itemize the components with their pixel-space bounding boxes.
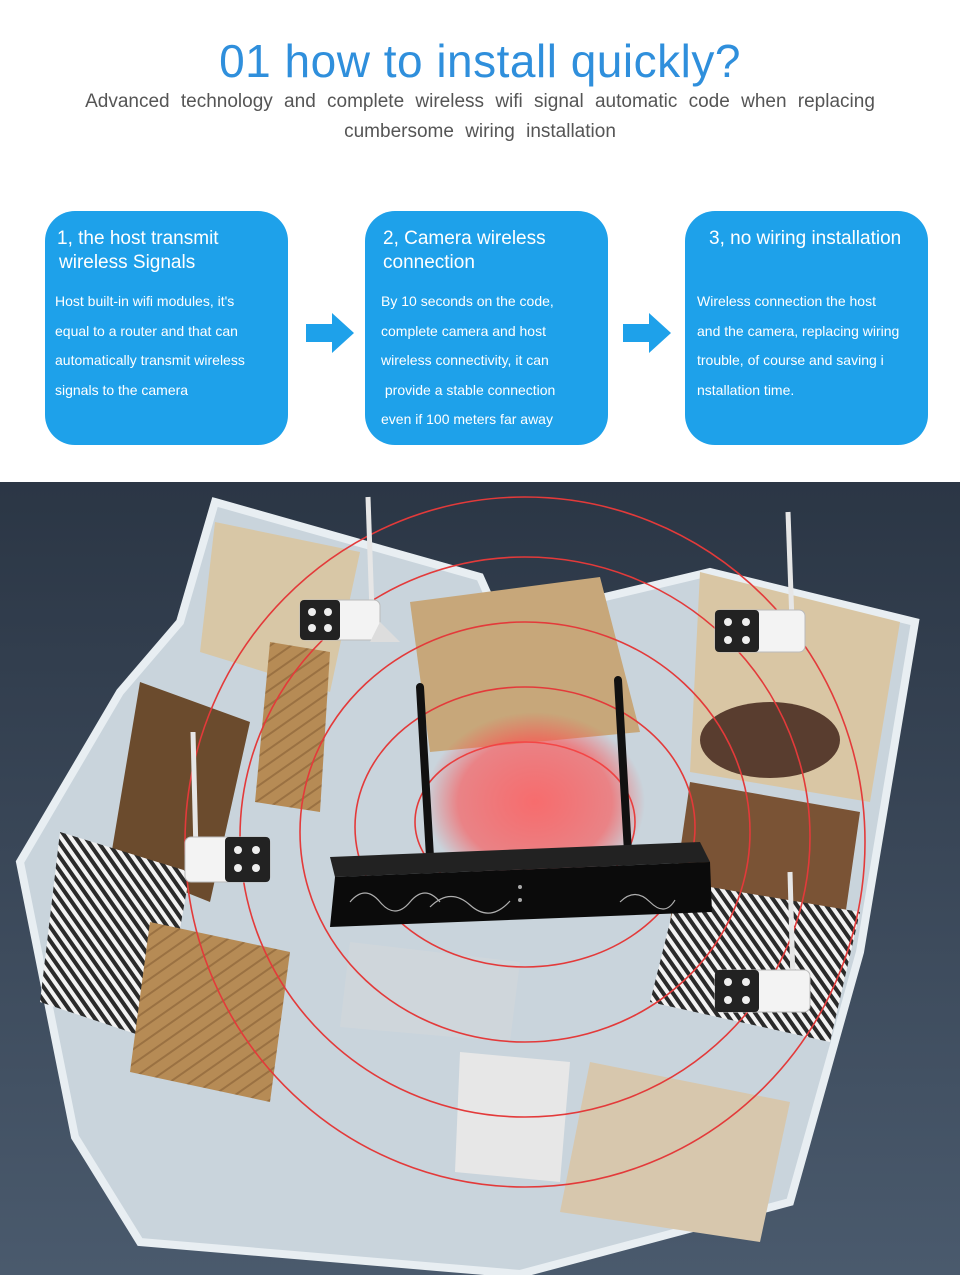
step-3-body-line: trouble, of course and saving i <box>697 352 884 368</box>
right-arrow-icon <box>623 313 671 353</box>
subtitle-line-2: cumbersome wiring installation <box>344 121 616 142</box>
step-1-body-line: signals to the camera <box>55 381 189 398</box>
nvr-host-icon <box>330 676 712 927</box>
step-2-body-line: By 10 seconds on the code, <box>381 293 554 309</box>
step-2-body: By 10 seconds on the code, complete came… <box>381 287 608 435</box>
step-3-body-line: nstallation time. <box>697 381 795 398</box>
step-2-body-line: complete camera and host <box>381 322 546 339</box>
wifi-camera-icon <box>299 496 400 642</box>
step-card-1: 1, the host transmit wireless Signals Ho… <box>45 211 288 445</box>
step-1-title-line-1: 1, the host transmit <box>57 228 219 249</box>
step-3-body-line: Wireless connection the host <box>697 293 876 309</box>
step-2-title: 2, Camera wireless connection <box>381 227 608 275</box>
step-1-title: 1, the host transmit wireless Signals <box>55 227 288 275</box>
step-1-title-line-2: wireless Signals <box>59 252 196 273</box>
wifi-camera-icon <box>714 511 806 653</box>
step-3-title-line-1: 3, no wiring installation <box>709 228 902 249</box>
step-1-body-line: automatically transmit wireless <box>55 352 245 368</box>
step-2-body-line: provide a stable connection <box>381 381 556 398</box>
wifi-camera-icon <box>714 871 811 1013</box>
right-arrow-icon <box>306 313 354 353</box>
step-card-2: 2, Camera wireless connection By 10 seco… <box>365 211 608 445</box>
house-floorplan-illustration <box>0 482 960 1275</box>
step-3-body-line: and the camera, replacing wiring <box>697 322 900 339</box>
step-2-body-line: even if 100 meters far away <box>381 411 553 427</box>
step-3-body: Wireless connection the host and the cam… <box>695 287 928 405</box>
step-card-3: 3, no wiring installation Wireless conne… <box>685 211 928 445</box>
step-2-title-line-2: connection <box>383 252 475 273</box>
step-1-body-line: equal to a router and that can <box>55 322 238 339</box>
step-2-body-line: wireless connectivity, it can <box>381 352 549 368</box>
page-subtitle: Advanced technology and complete wireles… <box>80 87 880 147</box>
step-2-title-line-1: 2, Camera wireless <box>383 228 546 249</box>
step-1-body-line: Host built-in wifi modules, it's <box>55 293 235 309</box>
page-title: 01 how to install quickly? <box>219 35 741 87</box>
step-1-body: Host built-in wifi modules, it's equal t… <box>55 287 288 405</box>
subtitle-line-1: Advanced technology and complete wireles… <box>85 91 875 112</box>
step-3-title: 3, no wiring installation <box>695 227 928 251</box>
wifi-camera-icon <box>184 731 271 883</box>
